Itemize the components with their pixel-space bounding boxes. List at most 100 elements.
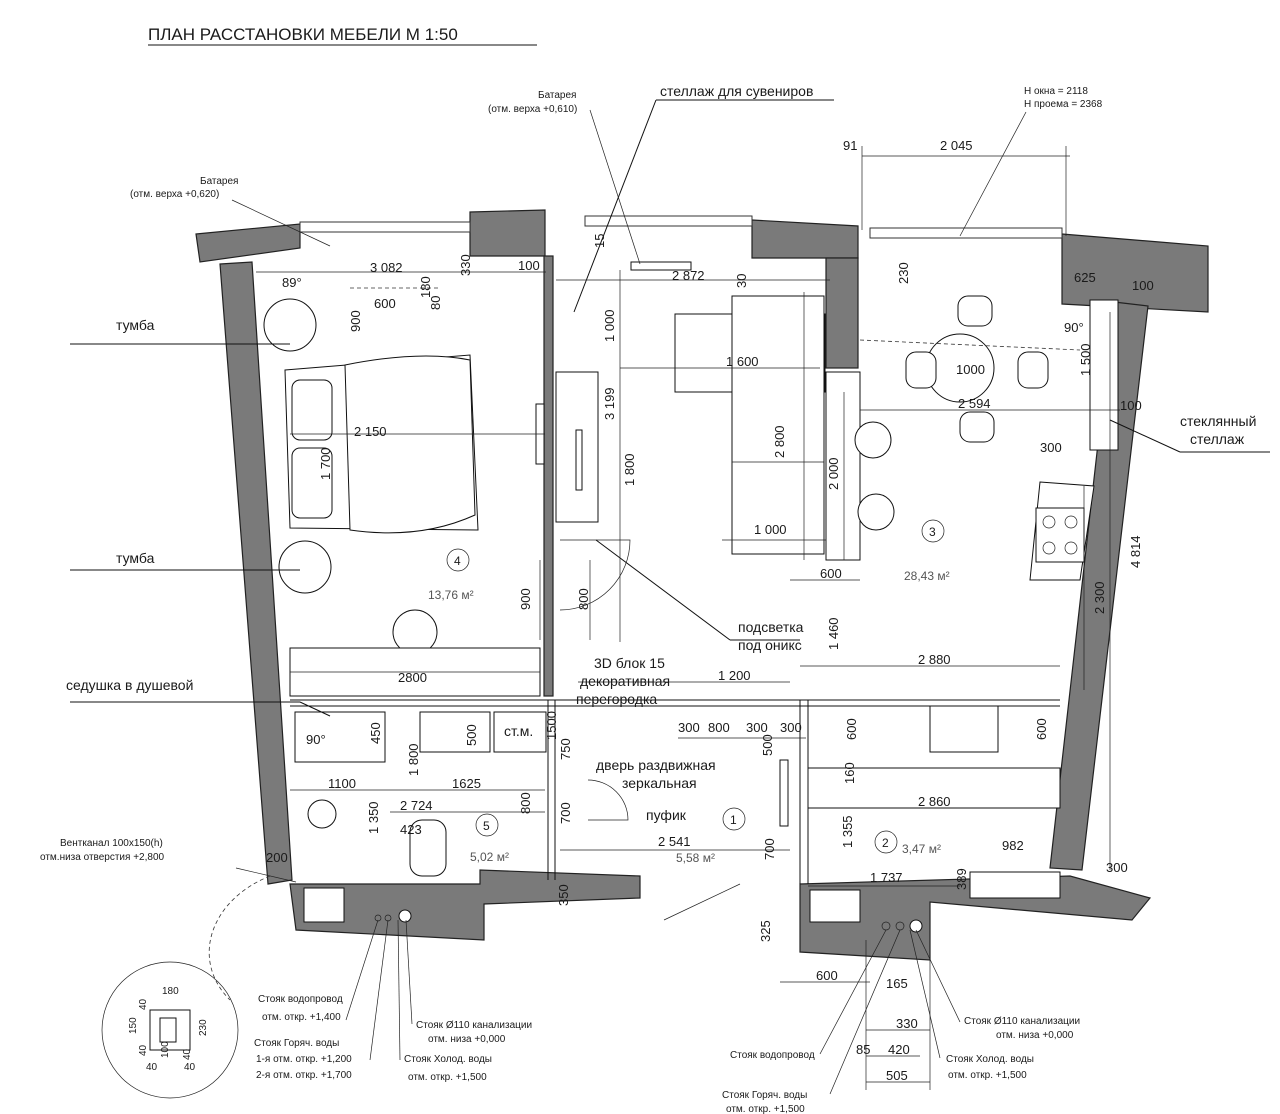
dim-100b: 100 (518, 258, 540, 273)
door-bath (587, 779, 629, 821)
onyx-light-label-1: подсветка (738, 619, 804, 635)
dim-1500: 1 500 (1078, 343, 1093, 376)
leaders (70, 99, 1270, 883)
dim-600b: 600 (820, 566, 842, 581)
dim-600c: 600 (844, 718, 859, 740)
mirror-door (779, 759, 789, 827)
room-marker-5 (475, 813, 499, 837)
wall-top-mid (469, 209, 546, 257)
window-living (584, 215, 753, 227)
dim-625: 625 (1074, 270, 1096, 285)
vent-dim-40d: 40 (184, 1062, 196, 1073)
glass-shelf-label-2: стеллаж (1190, 431, 1245, 447)
pillow-top (291, 379, 333, 441)
room-number-1: 1 (730, 813, 737, 827)
riser-cold-left-1: Стояк Холод. воды (404, 1054, 492, 1065)
dim-325: 325 (758, 920, 773, 942)
toilet-bath (409, 819, 447, 877)
washing-machine (493, 711, 547, 753)
room-number-5: 5 (483, 819, 490, 833)
riser-hot-left-1: Стояк Горяч. воды (254, 1038, 339, 1049)
washbasin (419, 711, 491, 753)
dim-2724: 2 724 (400, 798, 433, 813)
dim-1000c: 1000 (956, 362, 985, 377)
windows (299, 215, 1063, 239)
vent-dim-40e: 40 (182, 1048, 193, 1060)
room-marker-1 (722, 807, 746, 831)
mirror-door-label-2: зеркальная (622, 775, 697, 791)
mirror-door-label-1: дверь раздвижная (596, 757, 716, 773)
dim-800b: 800 (708, 720, 730, 735)
dim-100c: 100 (1120, 398, 1142, 413)
pouf-label: пуфик (646, 807, 687, 823)
plan-title: ПЛАН РАССТАНОВКИ МЕБЕЛИ М 1:50 (148, 25, 458, 44)
dim-2541: 2 541 (658, 834, 691, 849)
dim-300b: 300 (678, 720, 700, 735)
block-label-1: 3D блок 15 (594, 655, 665, 671)
dim-1625: 1625 (452, 776, 481, 791)
bath-furniture (294, 711, 1061, 933)
wall-top-left (195, 223, 301, 263)
kitchen-furniture (854, 295, 1119, 753)
dim-330b: 330 (896, 1016, 918, 1031)
riser-sewer-right-2: отм. низа +0,000 (996, 1030, 1074, 1041)
dim-1500b: 1500 (544, 711, 559, 740)
dim-2594: 2 594 (958, 396, 991, 411)
dim-2300: 2 300 (1092, 581, 1107, 614)
wall-right (1049, 301, 1149, 871)
dim-500: 500 (464, 724, 479, 746)
vent-label-2: отм.низа отверстия +2,800 (40, 852, 165, 863)
tumba-label-2: тумба (116, 550, 155, 566)
dim-2872: 2 872 (672, 268, 705, 283)
dimension-labels: 91 2 045 230 625 100 3 082 330 100 89° 6… (128, 138, 1154, 1083)
room-area-2: 3,47 м² (902, 842, 941, 856)
chair-top (957, 295, 993, 327)
dim-2880: 2 880 (918, 652, 951, 667)
dim-600e: 600 (816, 968, 838, 983)
souvenir-shelf-label: стеллаж для сувениров (660, 83, 813, 99)
cooktop (1035, 507, 1085, 563)
dim-900b: 900 (518, 588, 533, 610)
dim-4814: 4 814 (1128, 535, 1143, 568)
riser-cold-right-2: отм. откр. +1,500 (948, 1070, 1027, 1081)
riser-sewer-left-2: отм. низа +0,000 (428, 1034, 506, 1045)
dim-1350: 1 350 (366, 801, 381, 834)
dim-423: 423 (400, 822, 422, 837)
battery1-note: (отм. верха +0,620) (130, 189, 219, 200)
room-number-4: 4 (454, 554, 461, 568)
dim-1700: 1 700 (318, 447, 333, 480)
dim-600d: 600 (1034, 718, 1049, 740)
shower-seat-label: седушка в душевой (66, 677, 193, 693)
dim-200: 200 (266, 850, 288, 865)
bedroom-furniture (263, 287, 545, 697)
vent-dim-40c: 40 (146, 1062, 158, 1073)
riser-water-left-1: Стояк водопровод (258, 994, 343, 1005)
room-marker-4 (446, 548, 470, 572)
dim-1000b: 1 000 (754, 522, 787, 537)
bar-stool-1 (854, 421, 892, 459)
dim-700a: 700 (558, 802, 573, 824)
dim-750: 750 (558, 738, 573, 760)
dim-165: 165 (886, 976, 908, 991)
dim-1355: 1 355 (840, 815, 855, 848)
wall-top-right (1061, 233, 1209, 313)
wall-column (825, 257, 859, 369)
wall-top-right-mid (751, 219, 859, 259)
dim-1460: 1 460 (826, 617, 841, 650)
nightstand-top (263, 298, 317, 352)
dim-2000: 2 000 (826, 457, 841, 490)
shower-drain (307, 799, 337, 829)
sofa-side (731, 295, 825, 555)
dim-800a: 800 (576, 588, 591, 610)
dim-2800b: 2800 (398, 670, 427, 685)
dim-1800a: 1 800 (622, 453, 637, 486)
chair-left (905, 351, 937, 389)
window-kitchen (869, 227, 1063, 239)
tv-living (575, 429, 583, 491)
room-marker-2 (874, 830, 898, 854)
boiler-left (303, 887, 345, 923)
wardrobe-wc (807, 767, 1061, 809)
block-label-2: декоративная (580, 673, 670, 689)
dim-300c: 300 (746, 720, 768, 735)
dim-85: 85 (856, 1042, 870, 1057)
